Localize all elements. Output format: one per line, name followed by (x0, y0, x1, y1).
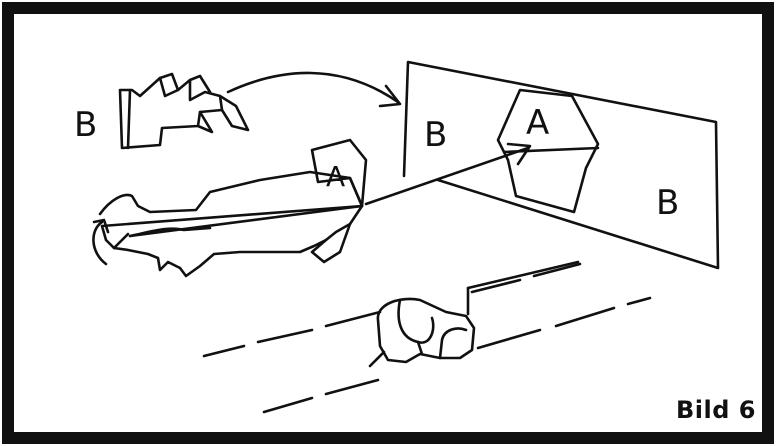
label-piece-b: B (74, 105, 97, 145)
piece-b (120, 74, 248, 148)
label-plane-left-b: B (424, 115, 447, 155)
target-plane (404, 62, 718, 268)
figure-caption: Bild 6 (676, 396, 756, 424)
label-plane-center-a: A (526, 103, 549, 143)
knot-assembly (204, 262, 650, 412)
arrow-b-to-plane (228, 73, 400, 106)
figure-frame (8, 8, 768, 438)
label-piece-a: A (326, 160, 345, 193)
label-plane-right-b: B (656, 183, 679, 223)
